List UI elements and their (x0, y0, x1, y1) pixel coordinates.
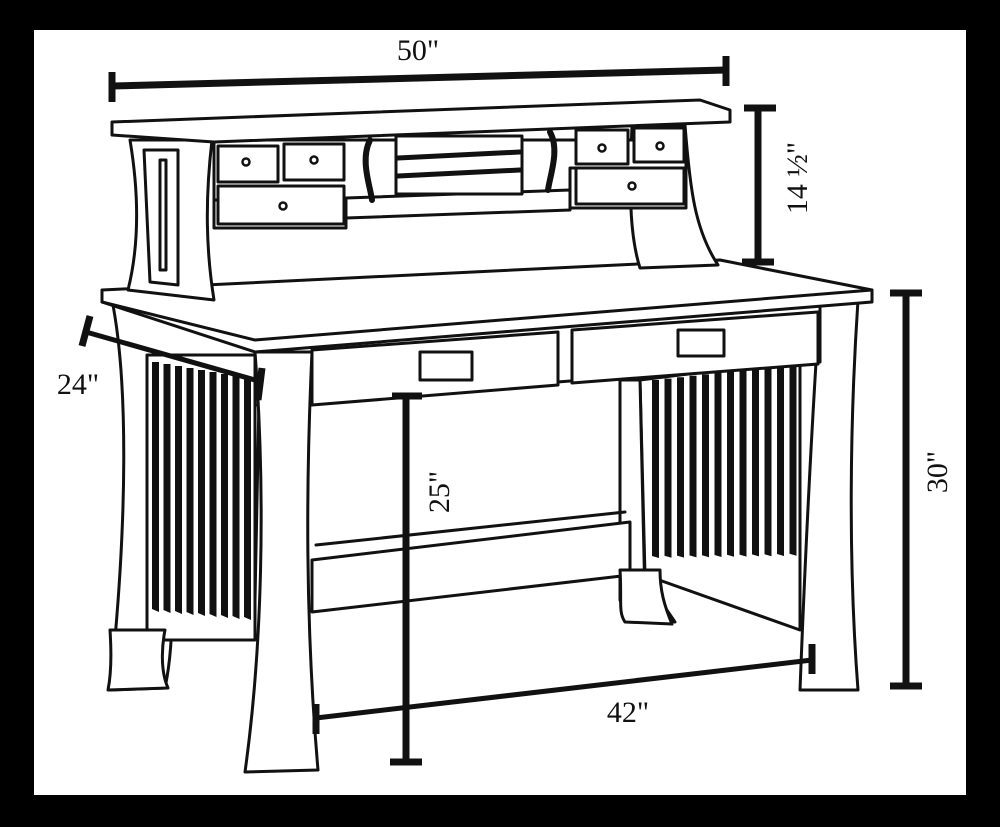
knee-width-line (315, 657, 813, 721)
slat (152, 362, 159, 612)
slat (186, 368, 194, 615)
slat (232, 376, 240, 619)
stretcher-top-edge (314, 510, 627, 547)
left-rear-foot (106, 628, 170, 692)
slat (777, 366, 784, 556)
slat (664, 378, 672, 558)
slat (739, 370, 747, 557)
slat (244, 378, 251, 620)
slat (163, 364, 171, 613)
hutch-top (110, 98, 732, 144)
depth-label: 24" (57, 368, 99, 401)
width-top-label: 50" (397, 34, 439, 67)
dimension-lines (78, 56, 922, 766)
front-left-leg (243, 350, 320, 774)
slat (677, 377, 684, 558)
slat (702, 374, 709, 558)
right-side-slats (652, 364, 797, 558)
depth-line (85, 329, 263, 385)
slat (209, 372, 217, 617)
width-top-line (111, 66, 727, 90)
slat (175, 366, 182, 614)
hutch (110, 98, 732, 302)
desk-drawing (100, 98, 874, 774)
left-side-slats (152, 362, 251, 620)
left-drawer-pull[interactable] (418, 350, 474, 382)
desk-top-front-edge (100, 288, 874, 342)
right-rear-foot (618, 568, 674, 626)
hutch-height-label: 14 ½" (781, 142, 814, 214)
slat (652, 380, 659, 558)
slat (789, 364, 797, 556)
knee-width-label: 42" (607, 696, 649, 729)
slat (714, 373, 722, 557)
knee-height-label: 25" (423, 471, 456, 513)
slat (198, 370, 205, 616)
slat (689, 375, 697, 558)
slat (221, 374, 228, 618)
total-height-label: 30" (921, 451, 954, 493)
right-drawer-pull[interactable] (676, 328, 726, 358)
slat (764, 367, 772, 557)
slat (727, 371, 734, 557)
slat (752, 368, 759, 557)
